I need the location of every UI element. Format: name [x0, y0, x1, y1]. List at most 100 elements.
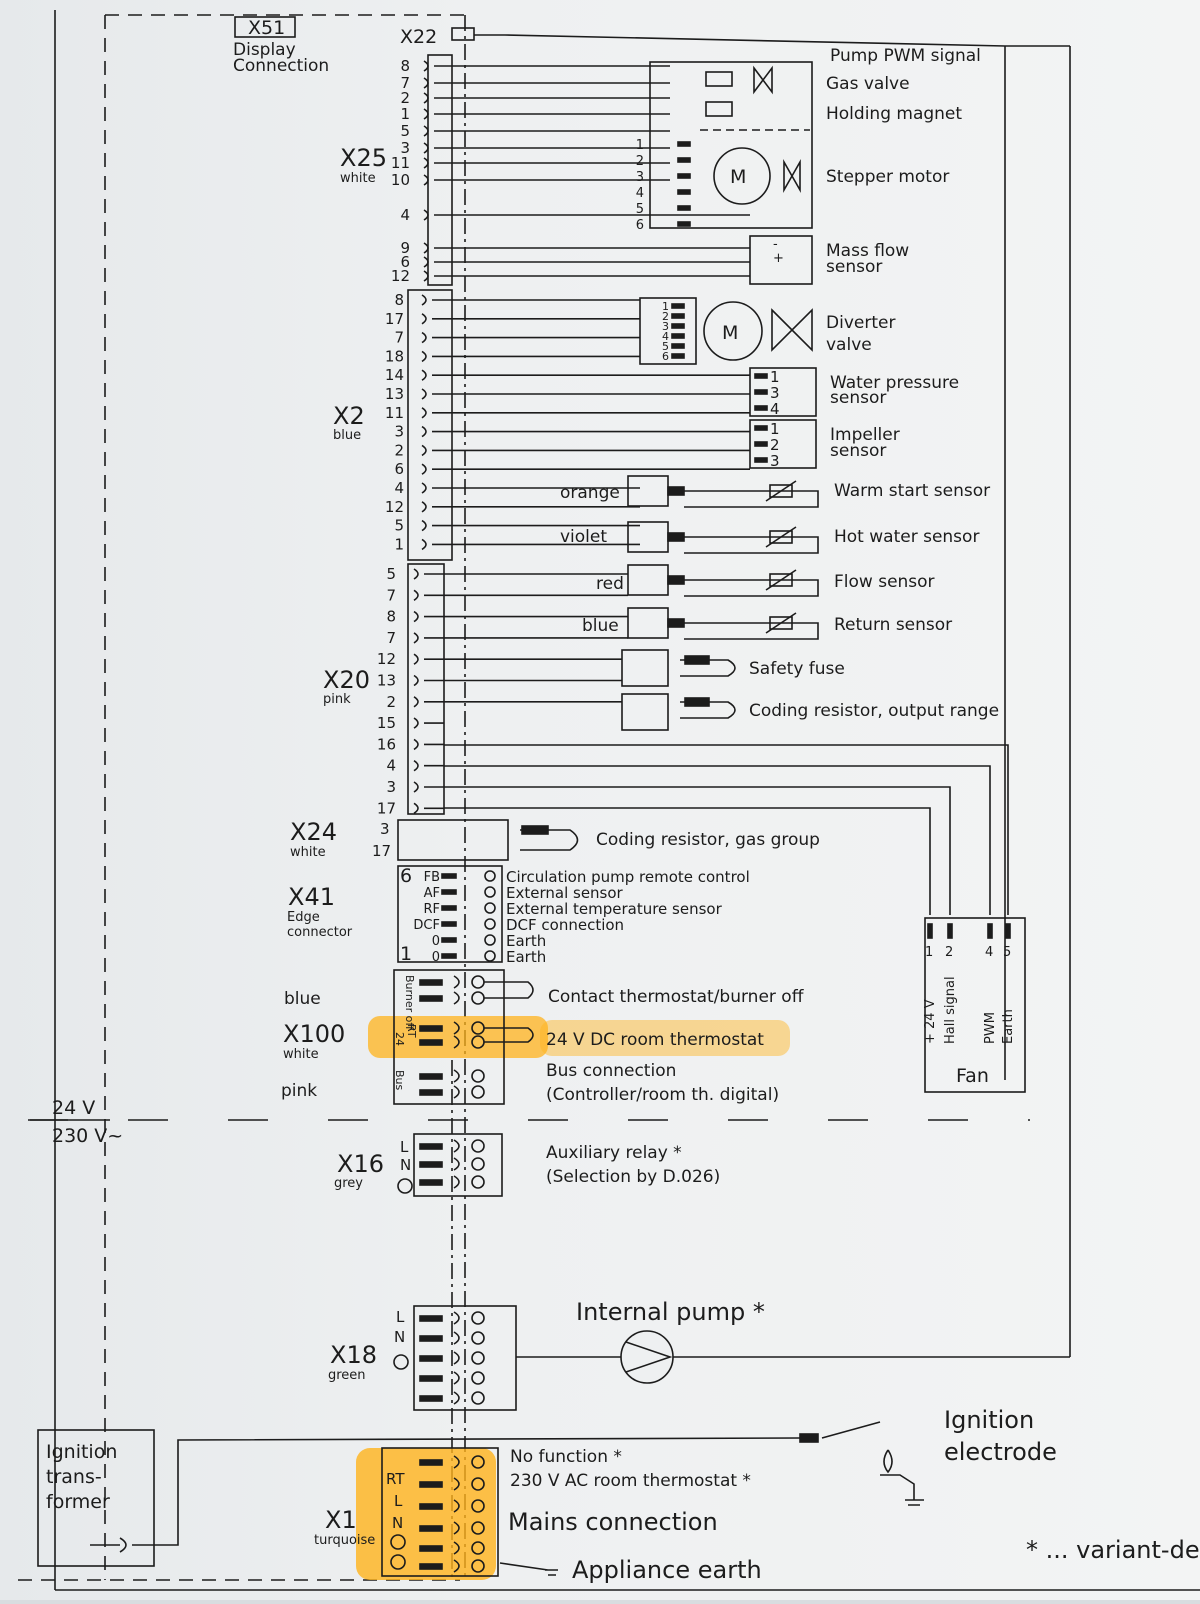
flow-sensor-label: Flow sensor [834, 572, 935, 592]
diverter-pin-label: 6 [662, 350, 669, 363]
x25-pin-label: 7 [400, 74, 410, 92]
x25-pin-contact [423, 270, 429, 282]
x25-pin-label: 10 [391, 171, 410, 189]
x41-pin-label: 0 [432, 934, 440, 949]
diverter-pin-label: 1 [662, 300, 669, 313]
x41-label: X41 [288, 883, 335, 911]
x51-connection-text: Connection [233, 56, 329, 76]
x18-pin-contact [419, 1315, 443, 1322]
impeller-label2: sensor [830, 441, 886, 461]
x18-screw-icon [471, 1351, 485, 1365]
x20-label: X20 [323, 666, 370, 694]
diverter-pin-contact [671, 333, 685, 339]
x2-pin-label: 4 [394, 479, 404, 497]
x16-pin-contact [419, 1179, 443, 1186]
no-function-label: No function * [510, 1447, 622, 1467]
x20-pin-contact [413, 802, 419, 814]
x1-color: turquoise [314, 1533, 375, 1548]
x1-highlight [356, 1448, 496, 1580]
x1-pin-contact [419, 1563, 443, 1570]
x20-pin-contact [413, 781, 419, 793]
x18-contact [453, 1351, 460, 1365]
sensor-connector [627, 607, 669, 639]
fan-pin-label: 4 [985, 945, 993, 960]
x20-pin-contact [413, 632, 419, 644]
water-pressure-pin-label: 1 [770, 368, 780, 386]
x25-pin-contact [423, 125, 429, 137]
x16-pin-n: N [400, 1156, 411, 1174]
x2-pin-label: 7 [394, 329, 404, 347]
x25-pin-contact [423, 174, 429, 186]
x41-pin-label: RF [423, 902, 440, 917]
safety-fuse-label: Safety fuse [749, 659, 845, 679]
coding-gas-body [521, 825, 549, 835]
x2-pin-label: 13 [385, 385, 404, 403]
x41-pin-label: AF [424, 886, 440, 901]
mass-flow-label1: Mass flow [826, 241, 909, 261]
x1-contact [453, 1455, 460, 1469]
safety-fuse-connector [621, 649, 669, 687]
wire-red-label: red [596, 574, 624, 594]
fan-pin-contact [1005, 923, 1011, 939]
x18-contact [453, 1391, 460, 1405]
aux-relay-label1: Auxiliary relay * [546, 1143, 682, 1163]
x16-earth-icon [397, 1178, 413, 1194]
diverter-label2: valve [826, 335, 872, 355]
x100-color-top: blue [284, 989, 321, 1009]
x100-screw-icon [471, 1085, 485, 1099]
diverter-motor-glyph: M [722, 322, 738, 344]
appliance-earth-label: Appliance earth [572, 1556, 762, 1584]
x25-connector [427, 54, 453, 286]
x25-pin-contact [423, 157, 429, 169]
x20-pin-label: 12 [377, 650, 396, 668]
holding-magnet-label: Holding magnet [826, 104, 962, 124]
diverter-label1: Diverter [826, 313, 895, 333]
x20-pin-contact [413, 738, 419, 751]
x1-contact [453, 1499, 460, 1513]
x20-pin-contact [413, 653, 419, 665]
x41-screw-icon [484, 870, 496, 882]
flame-icon [883, 1449, 893, 1474]
hot-water-label: Hot water sensor [834, 527, 979, 547]
x41-edge: Edge [287, 910, 320, 925]
x100-screw-icon [471, 991, 485, 1005]
wire-bundle [424, 65, 750, 810]
x25-pin-label: 11 [391, 154, 410, 172]
sensor-loop [684, 579, 819, 597]
x2-pin-label: 11 [385, 404, 404, 422]
rt-230v-label: 230 V AC room thermostat * [510, 1471, 751, 1491]
x25-pin-label: 2 [400, 89, 410, 107]
x1-earth2-icon [390, 1554, 406, 1570]
x2-pin-contact [421, 538, 427, 551]
x25-pin-label: 12 [391, 267, 410, 285]
x100-color: white [283, 1047, 319, 1062]
transformer-line2: trans- [46, 1466, 102, 1488]
x25-pin-contact [423, 142, 429, 154]
x41-pin-contact [441, 921, 457, 927]
x100-burner-pin: Burner off [403, 975, 416, 1030]
x20-pin-label: 15 [377, 714, 396, 732]
x25-pin-label: 4 [400, 206, 410, 224]
x22-wire [504, 34, 1006, 47]
fan-wire-24v [444, 807, 931, 915]
x41-item-label: Circulation pump remote control [506, 868, 750, 886]
x100-label: X100 [283, 1020, 345, 1048]
x41-pin-label: 0 [432, 950, 440, 965]
x1-contact [453, 1559, 460, 1573]
x51-label: X51 [248, 17, 285, 39]
x16-connector [413, 1133, 503, 1197]
x100-24-pin: 24 [393, 1032, 406, 1046]
fan-signal-label: Earth [1001, 1009, 1016, 1044]
x18-screw-icon [471, 1371, 485, 1385]
x25-pin-contact [423, 77, 429, 89]
x2-pin-label: 3 [394, 423, 404, 441]
x2-pin-label: 1 [394, 535, 404, 553]
diverter-pin-contact [671, 313, 685, 319]
x16-screw-icon [471, 1157, 485, 1171]
rt-24v-label: 24 V DC room thermostat [546, 1030, 764, 1050]
x18-pin-n: N [394, 1328, 405, 1346]
x1-connector [381, 1447, 499, 1577]
